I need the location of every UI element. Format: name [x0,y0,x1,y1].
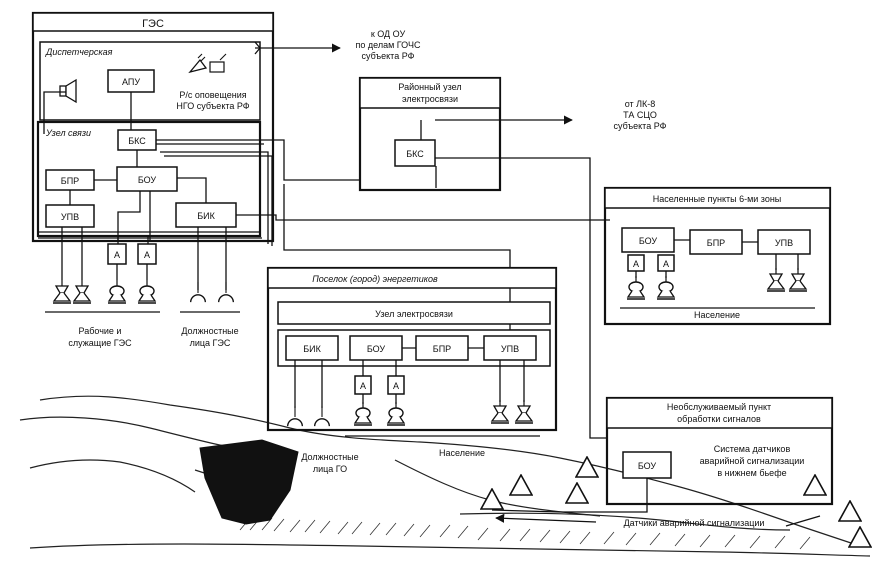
ges-workers-line2: служащие ГЭС [68,338,132,348]
district-bks-label: БКС [406,149,424,159]
horn-speaker-icon [788,268,808,292]
sensors-label-line2: аварийной сигнализации [700,456,805,466]
ges-upv-label: УПВ [61,212,79,222]
horn-speaker-icon [107,280,127,304]
official-receiver-icon [189,282,207,303]
radio-label-line1: Р/с оповещения [179,90,246,100]
horn-speaker-icon [386,402,406,426]
town-title: Поселок (город) энергетиков [312,274,438,284]
district-title-line1: Районный узел [398,82,461,92]
alarm-sensor-icon [838,500,862,522]
town-population: Население [439,448,485,458]
alarm-sensor-icon [565,482,589,504]
alarm-sensor-icon [803,474,827,496]
lk-label-line1: от ЛК-8 [625,99,656,109]
settlements-upv-label: УПВ [775,238,793,248]
settlements-bou-label: БОУ [639,236,658,246]
dispatch-title: Диспетчерская [45,47,113,57]
town-comm-node-title: Узел электросвязи [375,309,453,319]
radio-antenna-icon [188,53,227,74]
ges-officials-line1: Должностные [181,326,238,336]
alarm-sensor-icon [509,474,533,496]
official-receiver-icon [313,406,331,427]
ges-amp-1: А [114,250,120,260]
ges-workers-line1: Рабочие и [79,326,122,336]
od-label-line3: субъекта РФ [362,51,415,61]
town-bou-label: БОУ [367,344,386,354]
unattended-bou-label: БОУ [638,461,657,471]
ges-bks-label: БКС [128,136,146,146]
ges-amp-2: А [144,250,150,260]
horn-speaker-icon [490,400,510,424]
settlements-population: Население [694,310,740,320]
trunk-lines [38,139,610,439]
horn-speaker-icon [52,280,72,304]
town-amp-1: А [360,381,366,391]
town-bik-label: БИК [303,344,321,354]
horn-speaker-icon [514,400,534,424]
sensors-label-line3: в нижнем бьефе [717,468,786,478]
settlements-amp-1: А [633,259,639,269]
ges-title: ГЭС [142,18,164,30]
unattended-point-block: Необслуживаемый пункт обработки сигналов… [560,396,834,513]
dam-block [199,439,299,525]
town-officials-line1: Должностные [301,452,358,462]
alarm-sensors: Датчики аварийной сигнализации [480,456,872,548]
official-receiver-icon [286,406,304,427]
unattended-title-line1: Необслуживаемый пункт [667,402,771,412]
ges-officials-line2: лица ГЭС [190,338,231,348]
alarm-sensor-icon [575,456,599,478]
horn-speaker-icon [72,280,92,304]
external-links: к ОД ОУ по делам ГОЧС субъекта РФ от ЛК-… [254,29,667,131]
town-amp-2: А [393,381,399,391]
lk-label-line3: субъекта РФ [614,121,667,131]
official-receiver-icon [217,282,235,303]
district-title-line2: электросвязи [402,94,458,104]
lk-label-line2: ТА СЦО [623,110,657,120]
unattended-title-line2: обработки сигналов [677,414,761,424]
radio-label-line2: НГО субъекта РФ [176,101,249,111]
ges-block: ГЭС Диспетчерская АПУ Р/с оповещения НГО… [31,11,275,243]
settlements-block: Населенные пункты 6-ми зоны БОУ БПР УПВ … [603,186,832,326]
apu-label: АПУ [122,77,140,87]
horn-speaker-icon [626,276,646,300]
od-label-line1: к ОД ОУ [371,29,406,39]
ges-bpr-label: БПР [61,176,79,186]
ges-comm-node-title: Узел связи [45,128,91,138]
horn-speaker-icon [766,268,786,292]
alarm-sensors-label: Датчики аварийной сигнализации [624,518,765,528]
horn-speaker-icon [137,280,157,304]
settlements-amp-2: А [663,259,669,269]
town-upv-label: УПВ [501,344,519,354]
od-label-line2: по делам ГОЧС [356,40,421,50]
town-officials-line2: лица ГО [313,464,347,474]
town-bpr-label: БПР [433,344,451,354]
settlements-bpr-label: БПР [707,238,725,248]
ges-terminals: А А Рабочие и служащие ГЭС Должностные л… [45,227,240,348]
ges-bou-label: БОУ [138,175,157,185]
district-node-block: Районный узел электросвязи БКС [358,76,502,192]
horn-speaker-icon [353,402,373,426]
loudspeaker-icon [59,78,77,104]
sensors-label-line1: Система датчиков [714,444,791,454]
horn-speaker-icon [656,276,676,300]
alarm-sensor-icon [848,526,872,548]
town-block: Поселок (город) энергетиков Узел электро… [266,266,558,474]
settlements-title: Населенные пункты 6-ми зоны [653,194,782,204]
ges-bik-label: БИК [197,211,215,221]
